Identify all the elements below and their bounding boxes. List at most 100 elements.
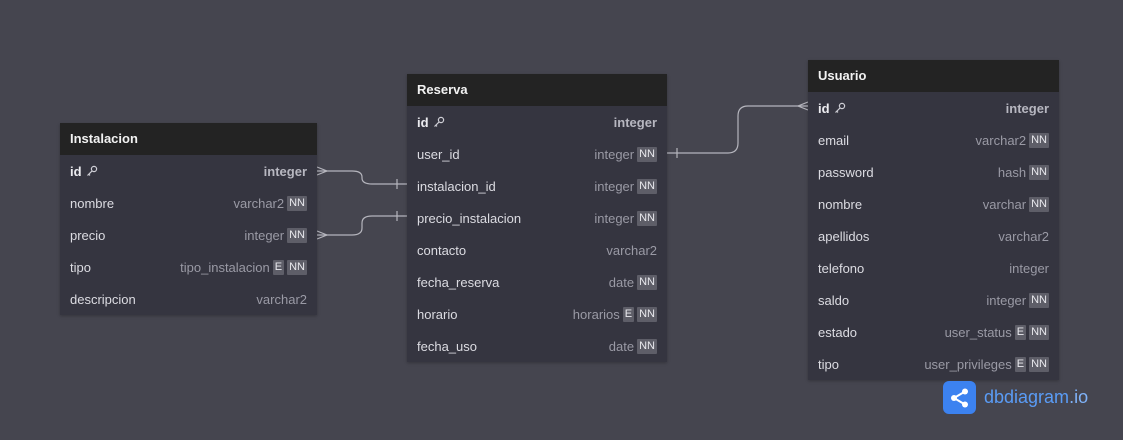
field-name-text: user_id — [417, 146, 460, 162]
not-null-badge: NN — [637, 178, 657, 194]
field-name: nombre — [70, 196, 234, 211]
field-type: varchar2 — [606, 242, 657, 258]
brand-tld: .io — [1069, 387, 1089, 407]
share-icon — [943, 381, 976, 414]
field-name: tipo — [70, 260, 180, 275]
field-name-text: fecha_uso — [417, 338, 477, 354]
not-null-badge: NN — [637, 338, 657, 354]
not-null-badge: NN — [637, 306, 657, 322]
field-name-text: instalacion_id — [417, 178, 496, 194]
field-type: date — [608, 274, 635, 290]
crow-foot-icon — [316, 166, 329, 176]
field-name-text: fecha_reserva — [417, 274, 500, 290]
field-name-text: apellidos — [818, 228, 870, 244]
field-name: fecha_uso — [417, 339, 609, 354]
field-name-text: nombre — [818, 196, 863, 212]
field-name-text: tipo — [818, 356, 839, 372]
enum-badge: E — [1014, 324, 1027, 340]
field-name-text: email — [818, 132, 850, 148]
field-type: hash — [997, 164, 1027, 180]
field-name-text: password — [818, 164, 874, 180]
field-name-text: saldo — [818, 292, 850, 308]
not-null-badge: NN — [637, 274, 657, 290]
field-type: integer — [263, 163, 307, 179]
brand-name: dbdiagram.io — [984, 387, 1088, 408]
not-null-badge: NN — [637, 210, 657, 226]
field-name: saldo — [818, 293, 986, 308]
field-type: integer — [244, 227, 285, 243]
table-header[interactable]: Instalacion — [60, 123, 317, 155]
field-type: user_status — [944, 324, 1012, 340]
not-null-badge: NN — [1029, 164, 1049, 180]
field-name: telefono — [818, 261, 1009, 276]
field-name: contacto — [417, 243, 606, 258]
field-type: integer — [594, 210, 635, 226]
key-icon — [830, 101, 846, 116]
field-type: integer — [594, 178, 635, 194]
field-name-text: estado — [818, 324, 858, 340]
field-name: tipo — [818, 357, 924, 372]
field-type: user_privileges — [924, 356, 1012, 372]
not-null-badge: NN — [1029, 292, 1049, 308]
field-name-text: precio — [70, 227, 106, 243]
field-name-text: horario — [417, 306, 458, 322]
field-name-text: tipo — [70, 259, 91, 275]
key-icon — [82, 164, 98, 179]
crow-foot-icon — [316, 230, 329, 240]
link-instalacion-id-reserva — [317, 170, 407, 185]
enum-badge: E — [622, 306, 635, 322]
field-name-text: telefono — [818, 260, 865, 276]
not-null-badge: NN — [1029, 132, 1049, 148]
field-type: integer — [986, 292, 1027, 308]
dbdiagram-logo[interactable]: dbdiagram.io — [943, 381, 1088, 414]
field-row-id[interactable]: id integer — [808, 92, 1059, 124]
not-null-badge: NN — [287, 227, 307, 243]
field-type: tipo_instalacion — [180, 259, 270, 275]
field-type: varchar2 — [998, 228, 1049, 244]
not-null-badge: NN — [287, 259, 307, 275]
not-null-badge: NN — [287, 195, 307, 211]
link-reserva-usuario — [667, 105, 808, 154]
field-row-apellidos[interactable]: apellidos varchar2 — [808, 220, 1059, 252]
enum-badge: E — [1014, 356, 1027, 372]
field-type: integer — [1009, 260, 1049, 276]
field-type: varchar2 — [256, 291, 307, 307]
field-type: varchar — [982, 196, 1027, 212]
field-name: horario — [417, 307, 573, 322]
not-null-badge: NN — [1029, 324, 1049, 340]
field-row-telefono[interactable]: telefono integer — [808, 252, 1059, 284]
field-type: date — [608, 338, 635, 354]
table-header[interactable]: Usuario — [808, 60, 1059, 92]
field-name-text: precio_instalacion — [417, 210, 522, 226]
link-instalacion-precio-reserva — [317, 215, 407, 236]
table-header[interactable]: Reserva — [407, 74, 667, 106]
field-name: estado — [818, 325, 945, 340]
field-type: integer — [1005, 100, 1049, 116]
crow-foot-icon — [796, 101, 809, 111]
field-name-text: id — [818, 100, 830, 116]
field-type: varchar2 — [233, 195, 285, 211]
